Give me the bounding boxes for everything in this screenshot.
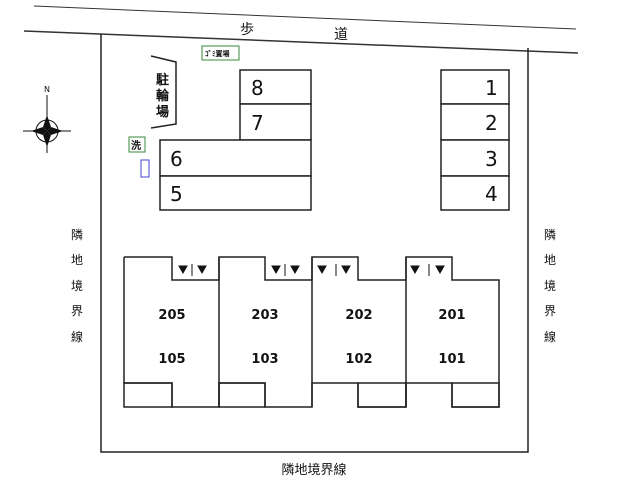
parking-label-1: 1	[485, 76, 498, 100]
entrance-arrow-icon	[435, 265, 445, 275]
parking-space-7	[239, 103, 312, 141]
boundary-label-right: 隣 地 境 界 線	[544, 227, 556, 344]
unit-upper-label: 201	[438, 308, 465, 323]
laundry-machine-icon	[140, 159, 150, 178]
parking-space-4	[440, 175, 510, 211]
unit-upper-label: 202	[345, 308, 372, 323]
parking-left-block: 8 7 6 5	[159, 69, 312, 211]
garbage-area	[201, 45, 240, 61]
unit-upper-label: 203	[251, 308, 278, 323]
parking-space-2	[440, 103, 510, 141]
entrance-arrow-icon	[410, 265, 420, 275]
entrance-arrow-icon	[197, 265, 207, 275]
boundary-left-char: 隣	[71, 227, 83, 242]
boundary-right-char: 隣	[544, 227, 556, 242]
unit-102-annex	[357, 382, 407, 408]
unit-lower-label: 105	[158, 352, 185, 367]
site-boundary	[100, 34, 529, 453]
garbage-area-label: ｺﾞﾐ置場	[205, 49, 230, 58]
unit-103-annex	[218, 382, 266, 408]
entrance-arrow-icon	[290, 265, 300, 275]
parking-space-8	[239, 69, 312, 105]
entrance-arrow-icon	[317, 265, 327, 275]
entrance-arrow-icon	[271, 265, 281, 275]
parking-right-block: 1 2 3 4	[440, 69, 510, 211]
parking-label-4: 4	[485, 182, 498, 206]
parking-label-3: 3	[485, 147, 498, 171]
laundry-area	[128, 136, 146, 153]
sidewalk-label-2: 道	[334, 27, 348, 43]
north-arrow-icon: N	[23, 85, 71, 153]
parking-space-3	[440, 139, 510, 177]
bike-parking-label-1: 駐	[156, 72, 169, 88]
parking-space-5	[159, 175, 312, 211]
boundary-left-char: 境	[71, 278, 83, 293]
unit-lower-label: 101	[438, 352, 465, 367]
unit-105-annex	[123, 382, 173, 408]
boundary-left-char: 界	[71, 304, 83, 318]
unit-upper-label: 205	[158, 308, 185, 323]
sidewalk-label-1: 歩	[240, 22, 254, 38]
entrance-arrow-icon	[341, 265, 351, 275]
boundary-left-char: 線	[71, 329, 83, 344]
parking-label-5: 5	[170, 182, 183, 206]
boundary-right-char: 線	[544, 329, 556, 344]
boundary-label-bottom: 隣地境界線	[281, 462, 346, 478]
unit-numbers: 205 105 203 103 202 102 201 101	[158, 308, 465, 367]
unit-lower-label: 103	[251, 352, 278, 367]
parking-label-6: 6	[170, 147, 183, 171]
sidewalk-top-line	[33, 5, 577, 30]
parking-space-6	[159, 139, 312, 177]
unit-lower-label: 102	[345, 352, 372, 367]
boundary-left-char: 地	[71, 253, 83, 267]
boundary-right-char: 地	[544, 253, 556, 267]
laundry-label: 洗	[131, 139, 141, 152]
bike-parking-outline	[150, 55, 177, 129]
sidewalk-bottom-line	[23, 30, 579, 54]
bike-parking-label-3: 場	[156, 104, 169, 120]
parking-space-1	[440, 69, 510, 105]
bike-parking-label-2: 輪	[156, 88, 170, 104]
parking-label-8: 8	[251, 76, 264, 100]
parking-label-2: 2	[485, 111, 498, 135]
boundary-right-char: 界	[544, 304, 556, 318]
apartment-building	[123, 256, 500, 408]
parking-label-7: 7	[251, 111, 264, 135]
north-label: N	[44, 85, 50, 94]
entrance-markers	[178, 264, 445, 276]
unit-101-annex	[451, 382, 500, 408]
boundary-right-char: 境	[544, 278, 556, 293]
boundary-label-left: 隣 地 境 界 線	[71, 227, 83, 344]
entrance-arrow-icon	[178, 265, 188, 275]
